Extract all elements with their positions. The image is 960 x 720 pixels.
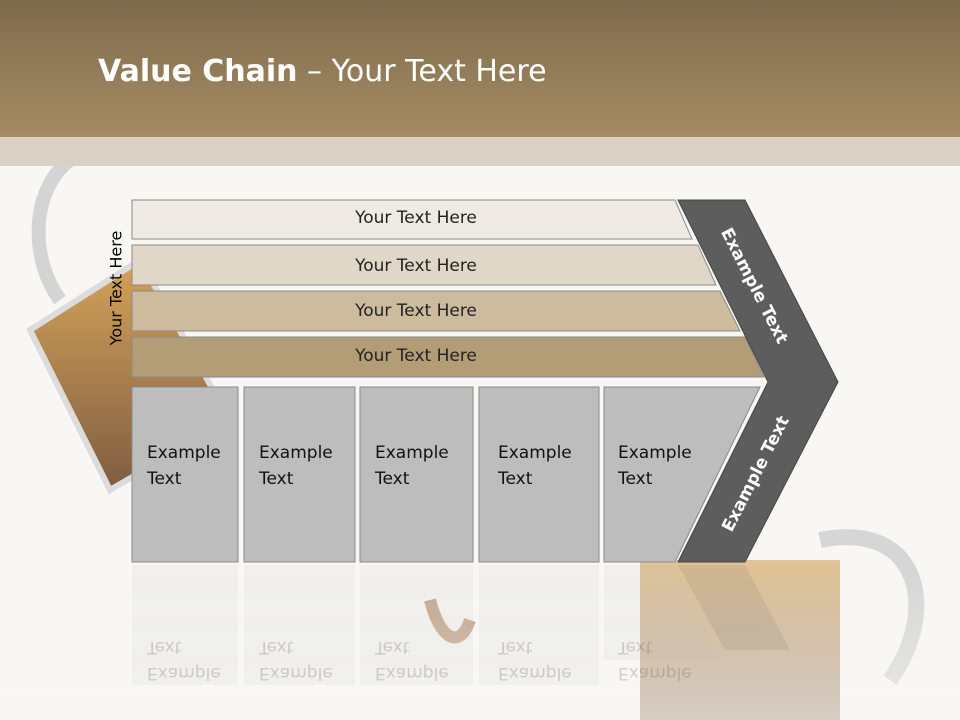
cell-4[interactable]	[478, 386, 600, 563]
cell-3-line1: Example	[375, 443, 449, 463]
band-2[interactable]	[131, 244, 717, 286]
side-label: Your Text Here	[106, 230, 126, 346]
cell-1-line2: Text	[147, 469, 182, 489]
band-3[interactable]	[131, 290, 741, 332]
header-bar	[0, 0, 960, 137]
band-4[interactable]	[131, 336, 765, 378]
cell-4-line1: Example	[498, 443, 572, 463]
cell-3[interactable]	[359, 386, 474, 563]
cell-4-line2: Text	[498, 469, 533, 489]
cell-2-line1: Example	[259, 443, 333, 463]
slide-title-bold: Value Chain	[98, 54, 298, 89]
cell-2-label: Example Text	[259, 440, 333, 492]
cell-3-line2: Text	[375, 469, 410, 489]
band-3-label: Your Text Here	[355, 301, 477, 321]
cell-5[interactable]	[603, 386, 761, 563]
chevron-arrow[interactable]	[677, 199, 839, 563]
cell-2[interactable]	[243, 386, 356, 563]
cell-1[interactable]	[131, 386, 239, 563]
band-4-label: Your Text Here	[355, 346, 477, 366]
cell-1-label: Example Text	[147, 440, 221, 492]
slide-title-rest: – Your Text Here	[297, 54, 547, 89]
reflection	[132, 565, 790, 685]
cell-2-line2: Text	[259, 469, 294, 489]
cell-4-label: Example Text	[498, 440, 572, 492]
band-1[interactable]	[131, 199, 693, 240]
cell-5-line2: Text	[618, 469, 653, 489]
cell-5-line1: Example	[618, 443, 692, 463]
slide-title: Value Chain – Your Text Here	[98, 54, 547, 89]
band-1-label: Your Text Here	[355, 208, 477, 228]
cell-1-line1: Example	[147, 443, 221, 463]
cell-5-label: Example Text	[618, 440, 692, 492]
band-2-label: Your Text Here	[355, 256, 477, 276]
header-strip	[0, 137, 960, 166]
cell-3-label: Example Text	[375, 440, 449, 492]
